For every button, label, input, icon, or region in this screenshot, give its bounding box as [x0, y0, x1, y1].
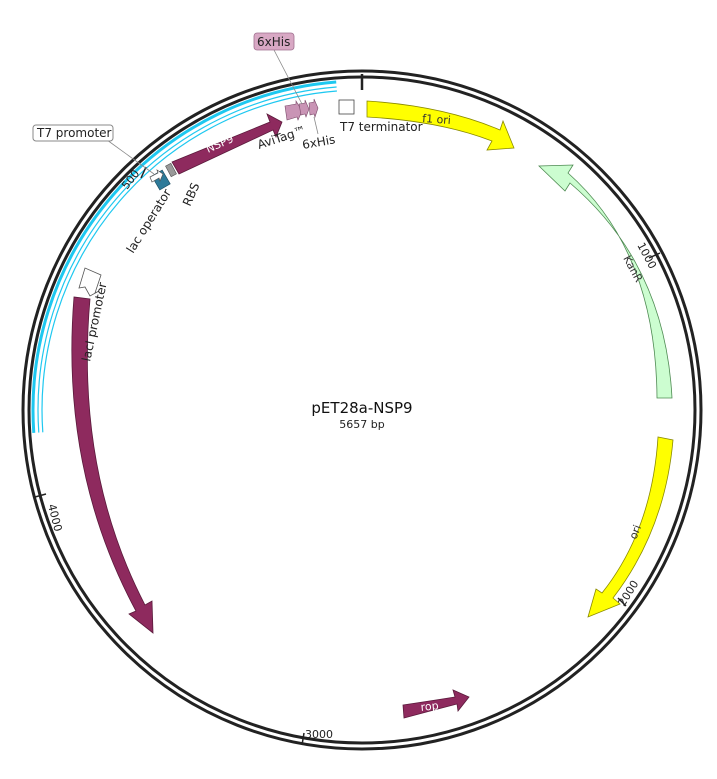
tick-mark-2000 [617, 597, 627, 607]
feature-avitag-his[interactable] [284, 98, 319, 121]
feature-kanr[interactable]: KanR [538, 164, 673, 399]
plasmid-size: 5657 bp [339, 418, 384, 431]
t7-terminator-label: T7 terminator [339, 120, 423, 134]
tick-mark-1000 [648, 252, 661, 259]
t7-promoter-arrow[interactable] [149, 169, 164, 183]
feature-ori-label: ori [627, 523, 644, 541]
tick-mark-3000 [301, 732, 305, 746]
feature-ori[interactable]: ori [587, 436, 674, 618]
six-his-box-leader [273, 49, 303, 105]
laci-promoter-arrow[interactable] [78, 267, 102, 297]
feature-nsp9-arrow[interactable] [171, 113, 283, 175]
selection-arc-band-2[interactable] [37, 86, 337, 433]
his-tag-arrow-1[interactable] [298, 99, 310, 118]
tick-marks: 500 1000 2000 3000 4000 [34, 166, 661, 746]
feature-laci-arrow[interactable] [71, 296, 154, 634]
t7-promoter-callout[interactable] [32, 124, 114, 142]
backbone-outer-ring [21, 69, 703, 751]
feature-laci[interactable]: lacI [59, 296, 154, 634]
feature-f1-ori[interactable]: f1 ori [366, 100, 515, 151]
feature-rop-arrow[interactable] [402, 689, 470, 719]
avitag-arrow[interactable] [284, 99, 303, 121]
feature-ori-arrow[interactable] [587, 436, 674, 618]
feature-rop-label: rop [420, 699, 439, 714]
six-his-box-label: 6xHis [257, 35, 290, 49]
tick-mark-4000 [34, 493, 47, 498]
plasmid-name: pET28a-NSP9 [311, 399, 412, 417]
t7-terminator-box[interactable] [338, 99, 355, 115]
feature-laci-label: lacI [59, 456, 75, 477]
feature-rop[interactable]: rop [402, 689, 470, 719]
feature-kanr-arrow[interactable] [538, 164, 673, 399]
his-tag-arrow-2[interactable] [308, 98, 319, 118]
selection-arc-band-1[interactable] [31, 80, 337, 434]
t7-promoter-label: T7 promoter [36, 126, 112, 140]
six-his-callout[interactable] [253, 32, 295, 51]
rbs-marker [165, 162, 177, 178]
selection-arc[interactable] [31, 80, 337, 434]
rbs-label: RBS [180, 181, 203, 209]
feature-f1-ori-label: f1 ori [422, 112, 452, 127]
six-his-leader [313, 116, 319, 135]
t7-promoter-leader [106, 139, 155, 175]
tick-mark-500 [140, 166, 147, 179]
lac-operator-label: lac operator [124, 186, 174, 255]
tick-label-3000: 3000 [305, 728, 333, 741]
six-his-label: 6xHis [301, 132, 336, 152]
selection-arc-band-3[interactable] [41, 90, 337, 433]
feature-f1-ori-arrow[interactable] [366, 100, 515, 151]
